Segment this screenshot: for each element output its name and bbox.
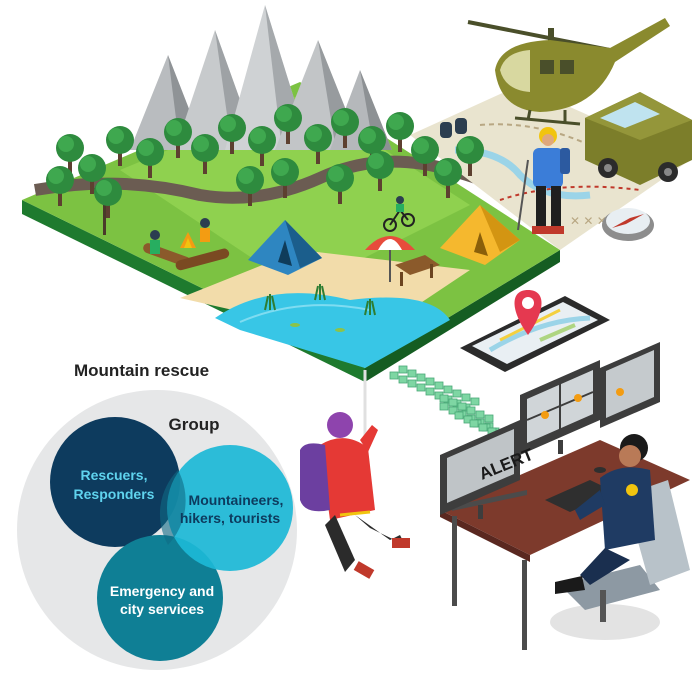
umbrella-icon [365,236,440,286]
jeep-icon [585,92,692,185]
climber-icon [300,370,410,579]
compass-icon [602,208,654,241]
svg-text:✕ ✕ ✕: ✕ ✕ ✕ [570,214,607,228]
tent-icon [248,220,322,275]
rescuers-circle [50,417,180,547]
emergency-label-line2: city services [120,601,204,617]
campfire-icon [143,218,230,271]
mountaineers-label-line1: Mountaineers, [189,492,284,508]
tent-icon [440,205,520,265]
signal-arrow [389,365,506,440]
hiker-icon [517,127,570,234]
smartphone-icon [460,296,610,372]
binoculars-icon [440,118,467,138]
mountaineers-circle [167,445,293,571]
bicycle-icon [383,196,415,232]
mountaineers-label-line2: hikers, tourists [180,510,281,526]
diagram-title: Mountain rescue [74,361,209,380]
group-label: Group [169,415,220,434]
tree-icon [46,104,484,218]
rescuers-label-line1: Rescuers, [81,467,148,483]
map-pin-icon [514,290,542,335]
emergency-circle [97,535,223,661]
emergency-label-line1: Emergency and [110,583,214,599]
helicopter-icon [467,18,670,126]
operator-icon [550,434,690,640]
rescuers-label-line2: Responders [74,486,155,502]
lake-plants [264,284,376,332]
group-venn-diagram: Group Rescuers, Responders Mountaineers,… [17,390,297,670]
